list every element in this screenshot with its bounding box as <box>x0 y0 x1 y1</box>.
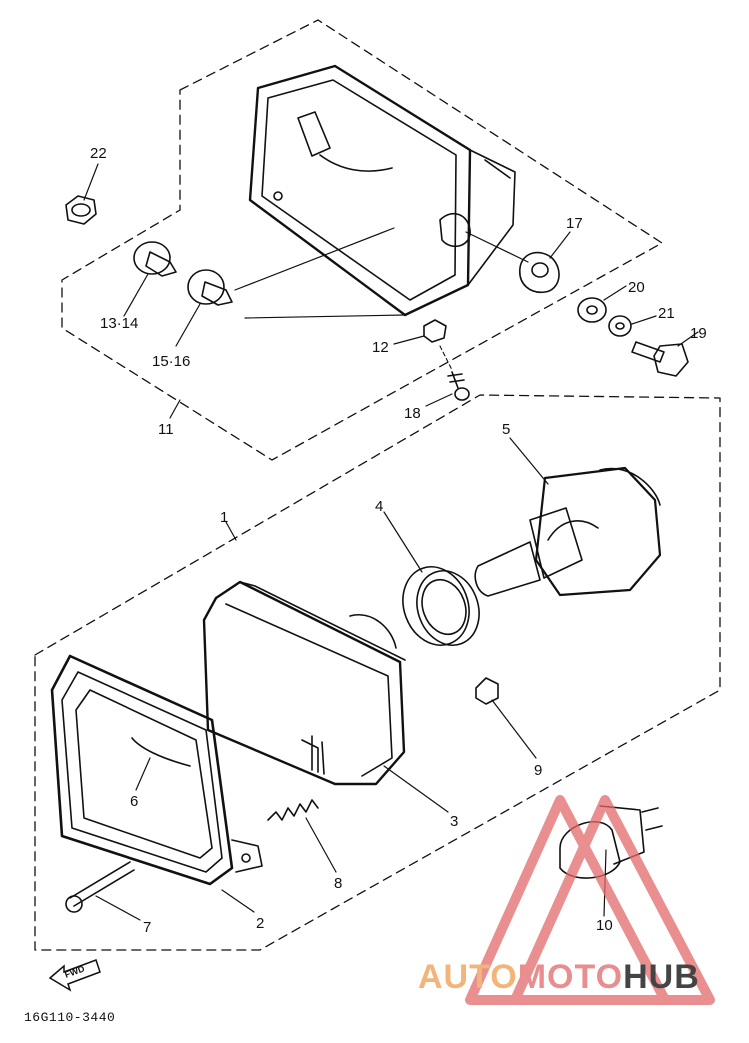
callout-10: 10 <box>596 917 613 934</box>
leader-17 <box>549 231 571 259</box>
part-13-14-socket <box>133 241 177 277</box>
fwd-label: FWD <box>63 963 86 980</box>
part-17-grommet <box>519 251 560 293</box>
watermark-part-moto: MOTO <box>517 958 624 996</box>
part-20-washer <box>577 297 607 323</box>
leader-20 <box>603 285 627 301</box>
part-2-headlight-rim <box>50 654 263 886</box>
leader-19 <box>677 331 699 347</box>
leader-11 <box>169 399 181 419</box>
callout-18: 18 <box>404 405 421 422</box>
part-19-bolt <box>631 341 689 377</box>
leader-5 <box>509 437 549 485</box>
callout-8: 8 <box>334 875 342 892</box>
callout-19: 19 <box>690 325 707 342</box>
callout-22: 22 <box>90 145 107 162</box>
callout-1: 1 <box>220 509 228 526</box>
part-12-nut <box>423 319 447 343</box>
leader-8 <box>305 817 337 873</box>
callout-7: 7 <box>143 919 151 936</box>
part-3-lens-unit <box>202 580 406 786</box>
leader-21 <box>631 315 657 325</box>
fwd-arrow-icon: FWD <box>48 959 101 992</box>
callout-9: 9 <box>534 762 542 779</box>
drawing-code: 16G110-3440 <box>24 1010 116 1025</box>
callout-17: 17 <box>566 215 583 232</box>
part-5-socket-cover <box>534 466 662 597</box>
callout-5: 5 <box>502 421 510 438</box>
callout-labels: 1 2 3 4 5 6 7 8 9 10 11 12 13·14 15·16 1… <box>90 145 707 936</box>
watermark-part-auto: AUTO <box>418 958 518 996</box>
part-8-spring <box>267 799 319 821</box>
bulb <box>474 507 583 597</box>
callout-3: 3 <box>450 813 458 830</box>
leader-4 <box>383 511 423 573</box>
watermark-text: AUTOMOTOHUB <box>418 958 700 997</box>
leader-7 <box>95 895 141 921</box>
part-22-nut <box>65 195 97 225</box>
leader-18 <box>425 393 453 407</box>
leader-9 <box>491 699 537 759</box>
part-4-ring <box>402 566 480 646</box>
callout-20: 20 <box>628 279 645 296</box>
watermark-part-hub: HUB <box>623 958 700 996</box>
leader-6 <box>135 757 151 791</box>
callout-12: 12 <box>372 339 389 356</box>
leader-22 <box>83 163 99 201</box>
leader-3 <box>383 765 449 813</box>
callout-4: 4 <box>375 498 383 515</box>
leader-2 <box>221 889 255 913</box>
callout-13-14: 13·14 <box>100 315 138 332</box>
leader-15-16 <box>175 303 201 347</box>
leader-12 <box>393 335 425 345</box>
part-18-screw <box>439 345 470 401</box>
part-9-grommet <box>475 677 499 705</box>
headlight-housing <box>234 64 529 319</box>
callout-6: 6 <box>130 793 138 810</box>
leader-1 <box>225 521 237 541</box>
callout-11: 11 <box>158 421 174 438</box>
callout-15-16: 15·16 <box>152 353 190 370</box>
part-21-washer <box>608 315 632 337</box>
part-6-reflector-mark <box>131 737 191 767</box>
part-15-16-socket <box>187 269 233 306</box>
callout-21: 21 <box>658 305 675 322</box>
assembly-1-outline <box>34 394 721 951</box>
callout-2: 2 <box>256 915 264 932</box>
part-7-bolt <box>65 861 135 913</box>
watermark-logo <box>465 795 715 1005</box>
leader-13-14 <box>123 273 149 317</box>
